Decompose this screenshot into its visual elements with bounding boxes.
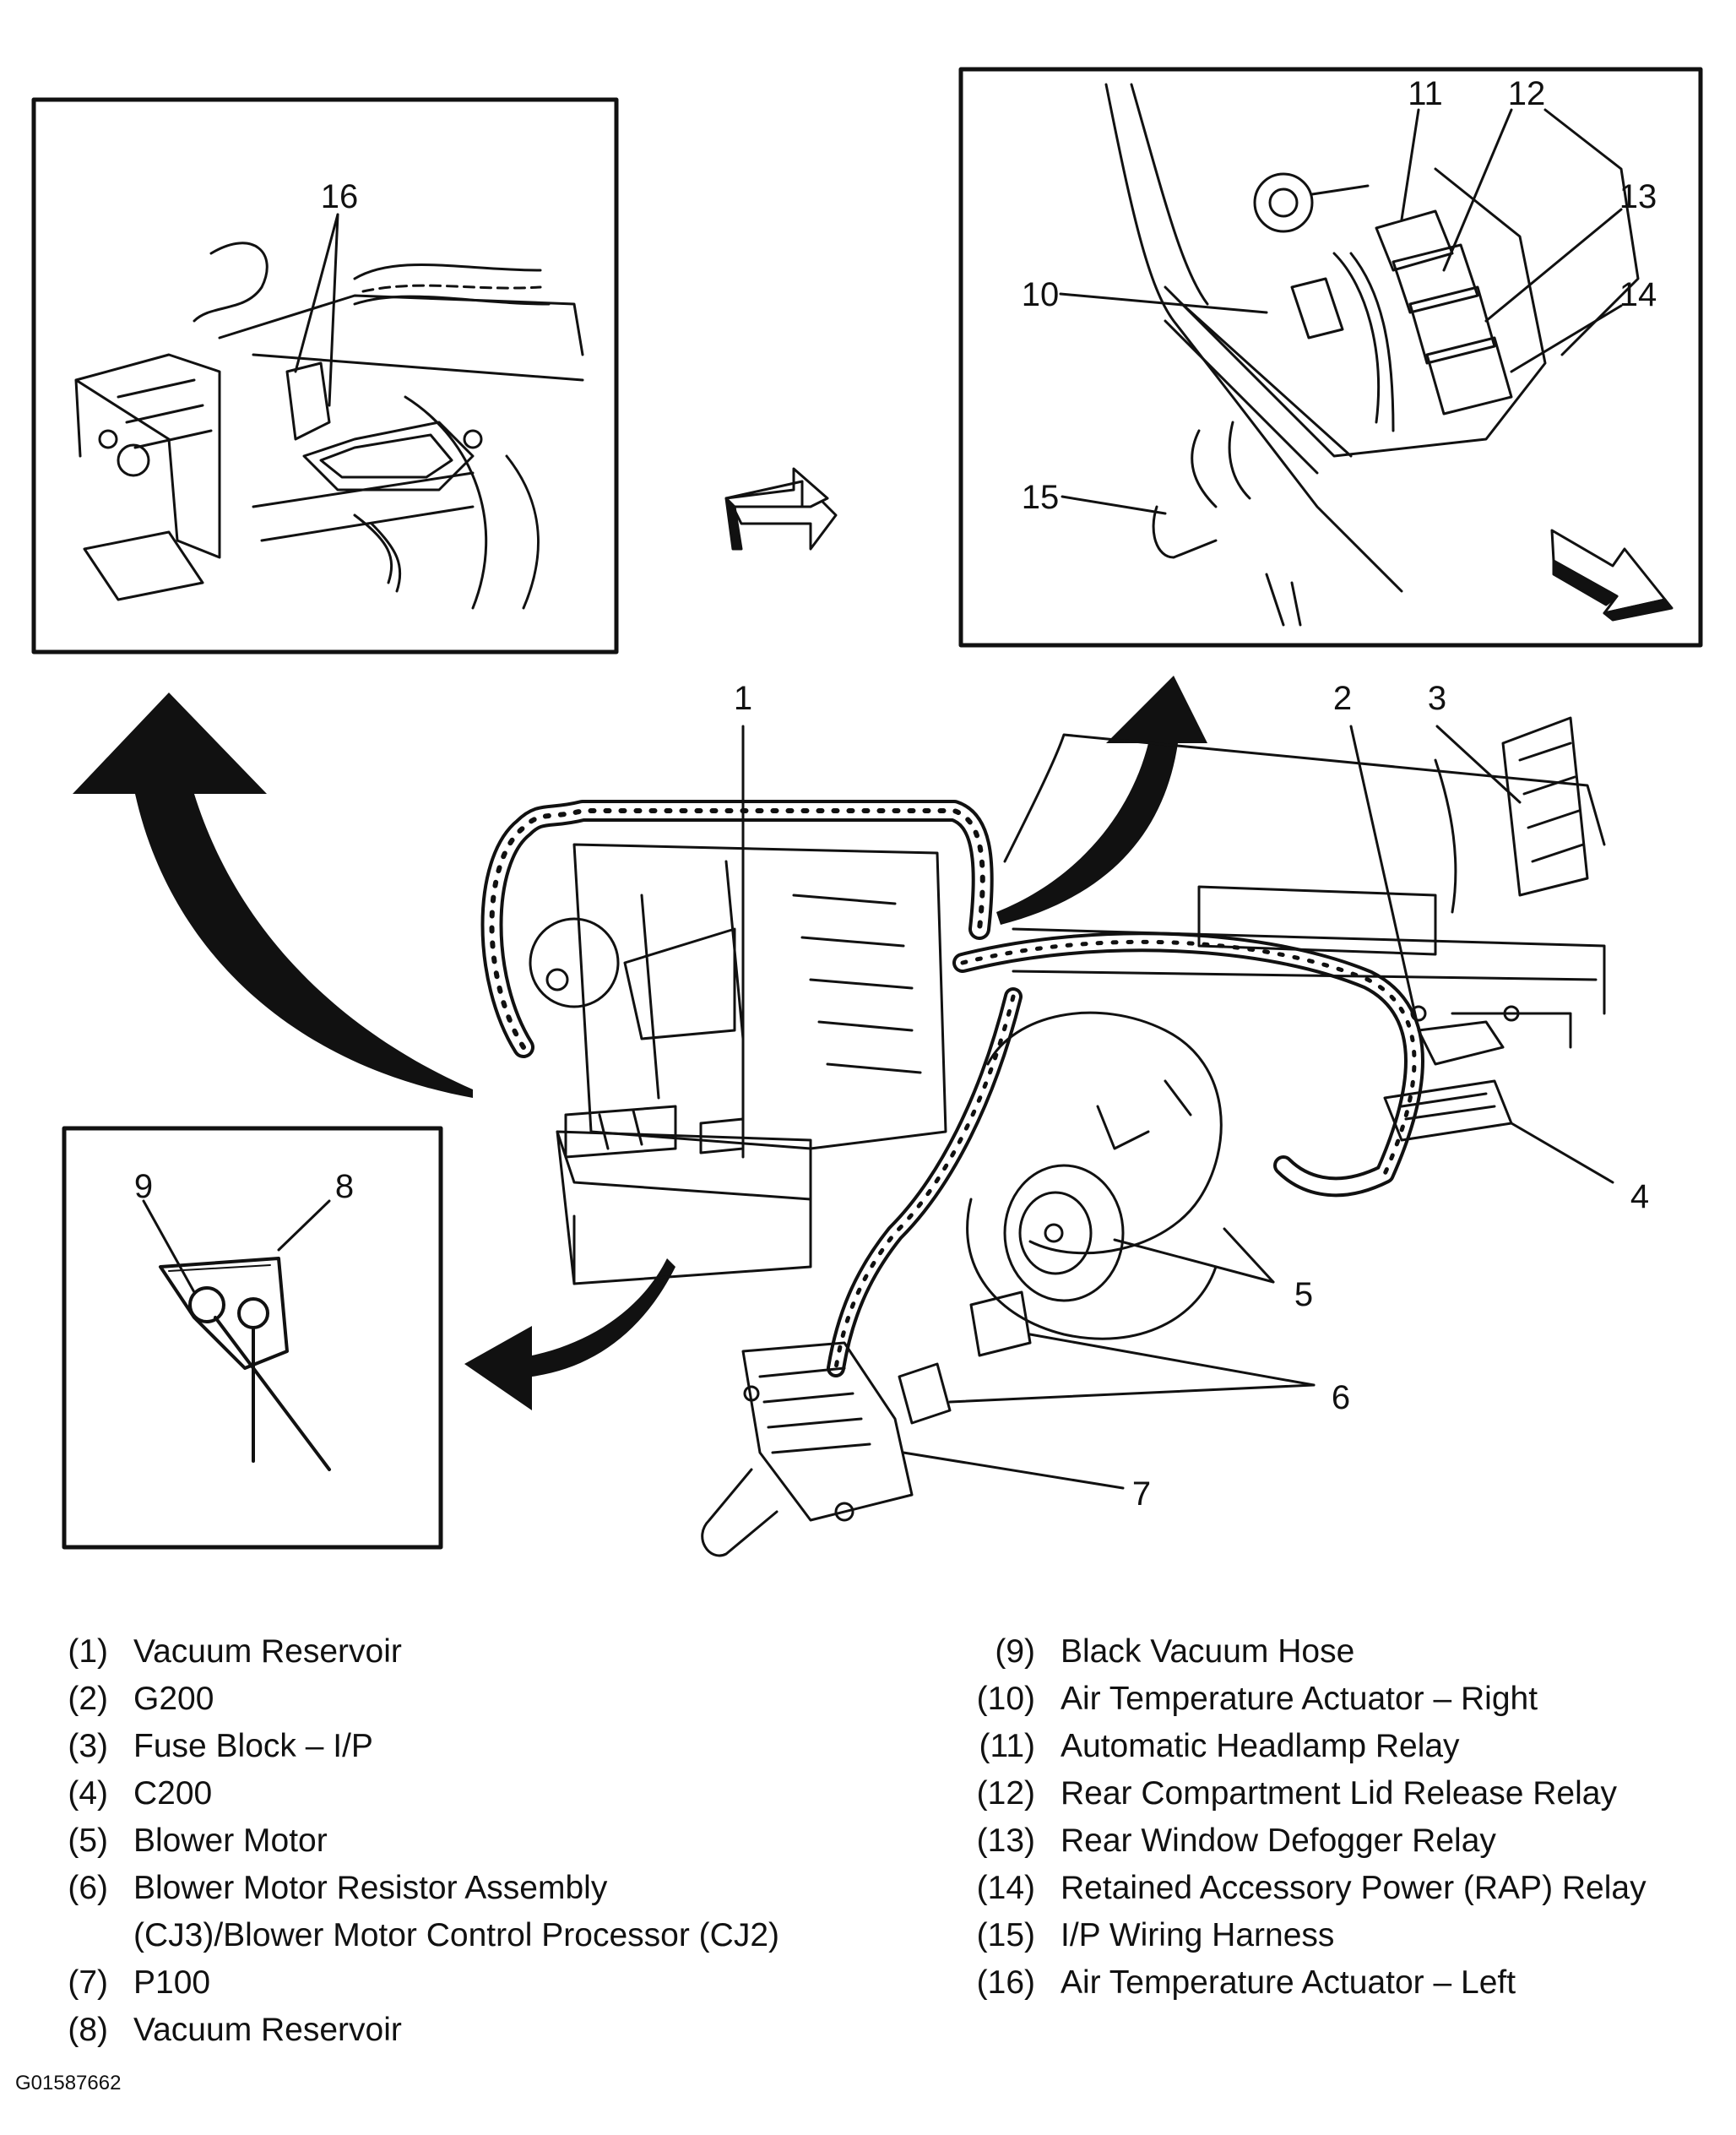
legend-item: (6) Blower Motor Resistor Assembly <box>20 1865 779 1912</box>
legend-left: (1) Vacuum Reservoir (2) G200 (3) Fuse Bloc… <box>20 1628 779 2054</box>
legend-number: (12) <box>976 1775 1035 1812</box>
legend-item: (12) Rear Compartment Lid Release Relay <box>947 1770 1646 1817</box>
legend-item-continuation: (CJ3)/Blower Motor Control Processor (CJ… <box>20 1912 779 1959</box>
arrow-to-left-inset <box>73 693 473 1098</box>
callout-14: 14 <box>1619 276 1657 313</box>
legend-item: (15) I/P Wiring Harness <box>947 1912 1646 1959</box>
legend-text: (CJ3)/Blower Motor Control Processor (CJ… <box>133 1917 780 1953</box>
legend-text: Blower Motor Resistor Assembly <box>133 1870 608 1906</box>
callout-9: 9 <box>134 1168 153 1205</box>
callout-7: 7 <box>1132 1475 1151 1513</box>
callout-13: 13 <box>1619 178 1657 215</box>
legend-number: (3) <box>68 1728 108 1764</box>
legend-item: (5) Blower Motor <box>20 1817 779 1865</box>
main-hvac-module <box>480 716 1606 1557</box>
inset-vacuum-hose-view <box>62 1126 443 1550</box>
legend-text: Blower Motor <box>133 1823 328 1859</box>
callout-11: 11 <box>1408 75 1443 112</box>
legend-item: (9) Black Vacuum Hose <box>947 1628 1646 1676</box>
callout-12: 12 <box>1508 75 1546 112</box>
legend-text: Vacuum Reservoir <box>133 2012 402 2048</box>
direction-arrow-diagonal <box>1550 529 1674 622</box>
direction-arrow-right <box>724 467 838 551</box>
callout-1: 1 <box>734 680 752 717</box>
legend-item: (13) Rear Window Defogger Relay <box>947 1817 1646 1865</box>
legend-number: (8) <box>68 2012 108 2048</box>
callout-8: 8 <box>335 1168 354 1205</box>
legend-item: (8) Vacuum Reservoir <box>20 2007 779 2054</box>
legend-number: (2) <box>68 1681 108 1717</box>
leader-lines <box>142 108 1623 1490</box>
callout-4: 4 <box>1630 1178 1649 1215</box>
legend-number: (1) <box>68 1633 108 1670</box>
callout-numbers: 1 2 3 4 5 6 7 8 9 10 11 12 13 14 15 16 <box>134 75 1657 1513</box>
legend-item: (10) Air Temperature Actuator – Right <box>947 1676 1646 1723</box>
legend-item: (3) Fuse Block – I/P <box>20 1723 779 1770</box>
callout-10: 10 <box>1022 276 1060 313</box>
legend-item: (1) Vacuum Reservoir <box>20 1628 779 1676</box>
callout-5: 5 <box>1294 1276 1313 1313</box>
callout-16: 16 <box>321 178 359 215</box>
arrow-to-right-inset <box>996 676 1207 925</box>
legend-item: (7) P100 <box>20 1959 779 2007</box>
legend-text: Black Vacuum Hose <box>1061 1633 1355 1670</box>
legend-number: (10) <box>976 1681 1035 1717</box>
callout-3: 3 <box>1428 680 1446 717</box>
legend-number: (14) <box>976 1870 1035 1906</box>
legend-text: P100 <box>133 1964 211 2001</box>
legend-number: (16) <box>976 1964 1035 2001</box>
legend-item: (4) C200 <box>20 1770 779 1817</box>
legend-text: C200 <box>133 1775 213 1812</box>
legend-text: Automatic Headlamp Relay <box>1061 1728 1460 1764</box>
legend-number: (6) <box>68 1870 108 1906</box>
legend-number: (15) <box>976 1917 1035 1953</box>
legend-item: (11) Automatic Headlamp Relay <box>947 1723 1646 1770</box>
legend-number: (7) <box>68 1964 108 2001</box>
legend-text: Rear Compartment Lid Release Relay <box>1061 1775 1617 1812</box>
legend-text: Air Temperature Actuator – Left <box>1061 1964 1516 2001</box>
legend-text: G200 <box>133 1681 214 1717</box>
legend-item: (16) Air Temperature Actuator – Left <box>947 1959 1646 2007</box>
legend-text: Fuse Block – I/P <box>133 1728 373 1764</box>
legend-item: (14) Retained Accessory Power (RAP) Relay <box>947 1865 1646 1912</box>
legend-number: (13) <box>976 1823 1035 1859</box>
legend-text: I/P Wiring Harness <box>1061 1917 1335 1953</box>
legend-item: (2) G200 <box>20 1676 779 1723</box>
callout-6: 6 <box>1332 1379 1350 1416</box>
callout-15: 15 <box>1022 479 1060 516</box>
figure-id: G01587662 <box>15 2072 122 2094</box>
legend-text: Air Temperature Actuator – Right <box>1061 1681 1538 1717</box>
legend-right: (9) Black Vacuum Hose (10) Air Temperature… <box>947 1628 1646 2007</box>
legend-number: (9) <box>995 1633 1035 1670</box>
inset-right-relay-view <box>958 67 1703 648</box>
legend-text: Vacuum Reservoir <box>133 1633 402 1670</box>
inset-left-actuator-view <box>31 97 619 655</box>
legend-number: (5) <box>68 1823 108 1859</box>
arrow-to-bottom-inset <box>464 1258 675 1410</box>
callout-2: 2 <box>1333 680 1352 717</box>
legend-text: Retained Accessory Power (RAP) Relay <box>1061 1870 1646 1906</box>
legend-number: (4) <box>68 1775 108 1812</box>
legend-text: Rear Window Defogger Relay <box>1061 1823 1496 1859</box>
legend-number: (11) <box>979 1728 1035 1764</box>
